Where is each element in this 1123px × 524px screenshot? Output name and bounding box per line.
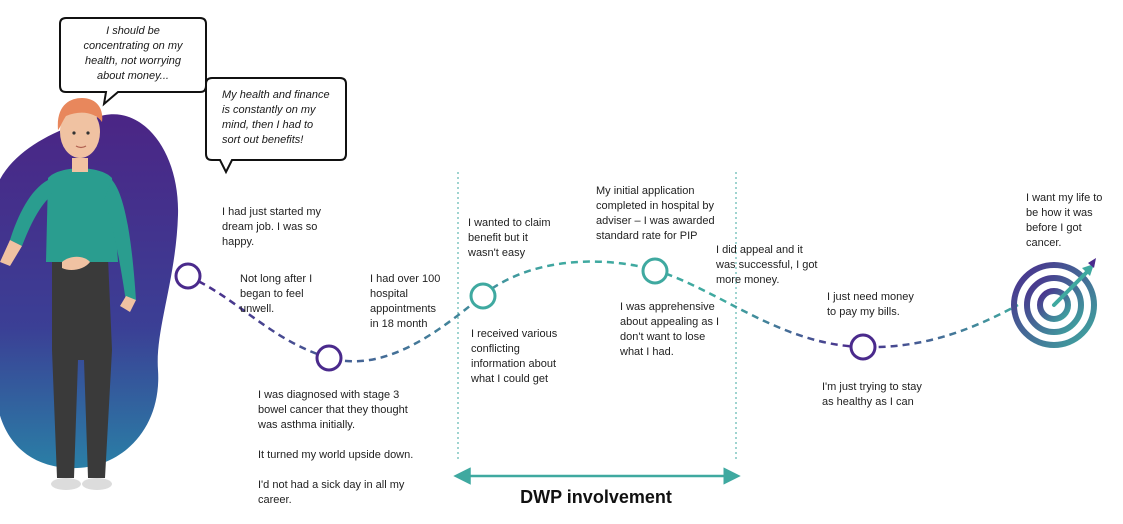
milestone-start bbox=[174, 262, 202, 290]
target-with-arrow-icon bbox=[1011, 258, 1097, 348]
speech-bubble-2 bbox=[205, 77, 347, 175]
step-4-above-text: I wanted to claim benefit but it wasn't … bbox=[468, 217, 551, 259]
person-illustration bbox=[0, 98, 136, 490]
step-1-text: I had just started my dream job. I was s… bbox=[222, 206, 322, 248]
step-7-above-text: I just need money to pay my bills. bbox=[827, 291, 914, 318]
step-5-below-text: I was apprehensive about appealing as I … bbox=[620, 301, 720, 358]
step-3-text: I had over 100 hospital appointments in … bbox=[370, 273, 441, 330]
step-6-text: I did appeal and it was successful, I go… bbox=[716, 244, 818, 286]
dwp-involvement-label: DWP involvement bbox=[520, 487, 672, 507]
speech-bubble-1-text: I should be concentrating on my health, … bbox=[83, 25, 183, 82]
step-2-above-text: Not long after I began to feel unwell. bbox=[240, 273, 313, 315]
step-2-below-text: I was diagnosed with stage 3 bowel cance… bbox=[258, 389, 414, 506]
milestone-bills bbox=[849, 333, 877, 361]
step-4-below-text: I received various conflicting informati… bbox=[471, 328, 558, 385]
step-8-text: I want my life to be how it was before I… bbox=[1026, 192, 1103, 249]
milestone-diagnosis bbox=[315, 344, 343, 372]
step-7-below-text: I'm just trying to stay as healthy as I … bbox=[822, 381, 922, 408]
speech-bubble-1 bbox=[59, 17, 207, 107]
speech-bubble-2-text: My health and finance is constantly on m… bbox=[222, 89, 330, 146]
milestone-pip bbox=[641, 257, 669, 285]
milestone-claim bbox=[469, 282, 497, 310]
step-5-above-text: My initial application completed in hosp… bbox=[596, 185, 715, 242]
